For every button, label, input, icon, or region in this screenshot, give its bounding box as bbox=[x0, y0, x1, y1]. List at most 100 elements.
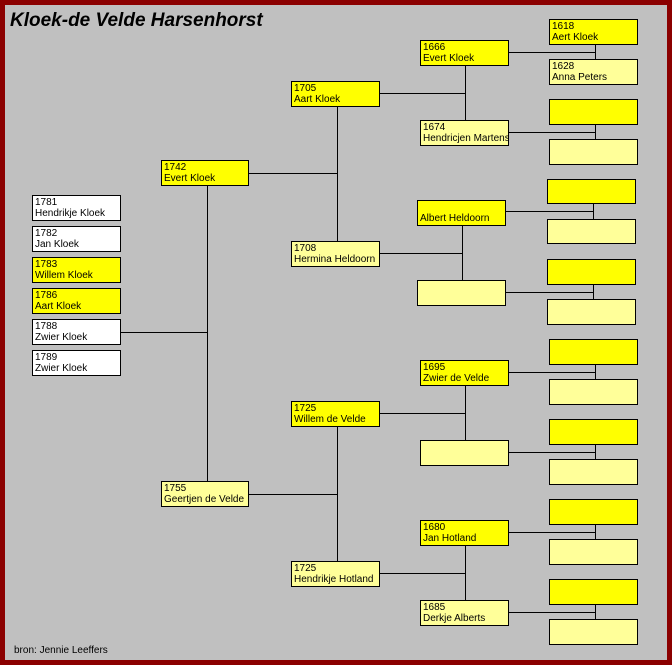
child-box[interactable]: 1782 Jan Kloek bbox=[32, 226, 121, 252]
connector-line bbox=[465, 66, 466, 120]
person-name: Albert Heldoorn bbox=[420, 213, 490, 224]
child-name: Hendrikje Kloek bbox=[35, 208, 106, 219]
connector-line bbox=[593, 203, 594, 219]
gg-grandmother-box[interactable] bbox=[547, 219, 636, 244]
connector-line bbox=[379, 573, 466, 574]
person-name: Zwier de Velde bbox=[423, 373, 490, 384]
person-year: 1628 bbox=[552, 61, 575, 72]
person-year: 1695 bbox=[423, 362, 446, 373]
great-grandfather-box[interactable]: 1666 Evert Kloek bbox=[420, 40, 509, 66]
connector-line bbox=[595, 524, 596, 540]
page-title: Kloek-de Velde Harsenhorst bbox=[10, 10, 263, 31]
connector-line bbox=[465, 546, 466, 600]
gg-grandmother-box[interactable]: 1628 Anna Peters bbox=[549, 59, 638, 85]
person-year: 1680 bbox=[423, 522, 446, 533]
connector-line bbox=[120, 332, 208, 333]
person-year: 1755 bbox=[164, 483, 187, 494]
connector-line bbox=[505, 211, 594, 212]
connector-line bbox=[379, 413, 466, 414]
connector-line bbox=[337, 106, 338, 241]
connector-line bbox=[505, 292, 594, 293]
grandfather-box[interactable]: 1725 Willem de Velde bbox=[291, 401, 380, 427]
connector-line bbox=[248, 494, 338, 495]
great-grandfather-box[interactable]: 1680 Jan Hotland bbox=[420, 520, 509, 546]
gg-grandfather-box[interactable] bbox=[549, 339, 638, 365]
child-year: 1788 bbox=[35, 321, 58, 332]
person-year: 1666 bbox=[423, 42, 446, 53]
child-box[interactable]: 1783 Willem Kloek bbox=[32, 257, 121, 283]
connector-line bbox=[462, 226, 463, 280]
gg-grandmother-box[interactable] bbox=[549, 619, 638, 645]
connector-line bbox=[508, 612, 596, 613]
mother-box[interactable]: 1755 Geertjen de Velde bbox=[161, 481, 249, 507]
gg-grandfather-box[interactable] bbox=[549, 499, 638, 525]
child-box[interactable]: 1786 Aart Kloek bbox=[32, 288, 121, 314]
gg-grandfather-box[interactable]: 1618 Aert Kloek bbox=[549, 19, 638, 45]
source-credit: bron: Jennie Leeffers bbox=[14, 645, 108, 656]
gg-grandfather-box[interactable] bbox=[549, 579, 638, 605]
great-grandmother-box[interactable] bbox=[420, 440, 509, 466]
gg-grandmother-box[interactable] bbox=[549, 139, 638, 165]
gg-grandfather-box[interactable] bbox=[549, 419, 638, 445]
great-grandmother-box[interactable]: 1674 Hendricjen Martens bbox=[420, 120, 509, 146]
connector-line bbox=[593, 284, 594, 300]
child-name: Willem Kloek bbox=[35, 270, 93, 281]
gg-grandfather-box[interactable] bbox=[547, 259, 636, 285]
gg-grandmother-box[interactable] bbox=[547, 299, 636, 325]
person-year: 1674 bbox=[423, 122, 446, 133]
person-name: Hendricjen Martens bbox=[423, 133, 509, 144]
gg-grandmother-box[interactable] bbox=[549, 379, 638, 405]
child-name: Zwier Kloek bbox=[35, 332, 88, 343]
child-year: 1782 bbox=[35, 228, 58, 239]
grandfather-box[interactable]: 1705 Aart Kloek bbox=[291, 81, 380, 107]
person-name: Willem de Velde bbox=[294, 414, 366, 425]
child-name: Jan Kloek bbox=[35, 239, 79, 250]
gg-grandmother-box[interactable] bbox=[549, 539, 638, 565]
person-name: Evert Kloek bbox=[164, 173, 216, 184]
great-grandmother-box[interactable] bbox=[417, 280, 506, 306]
connector-line bbox=[337, 426, 338, 561]
person-year: 1618 bbox=[552, 21, 575, 32]
person-name: Geertjen de Velde bbox=[164, 494, 245, 505]
person-name: Aart Kloek bbox=[294, 94, 341, 105]
person-name: Hermina Heldoorn bbox=[294, 254, 376, 265]
connector-line bbox=[379, 253, 463, 254]
person-name: Evert Kloek bbox=[423, 53, 475, 64]
person-year: 1685 bbox=[423, 602, 446, 613]
great-grandfather-box[interactable]: Albert Heldoorn bbox=[417, 200, 506, 226]
child-year: 1786 bbox=[35, 290, 58, 301]
connector-line bbox=[595, 364, 596, 380]
person-year: 1705 bbox=[294, 83, 317, 94]
gg-grandfather-box[interactable] bbox=[547, 179, 636, 204]
father-box[interactable]: 1742 Evert Kloek bbox=[161, 160, 249, 186]
connector-line bbox=[379, 93, 466, 94]
great-grandmother-box[interactable]: 1685 Derkje Alberts bbox=[420, 600, 509, 626]
grandmother-box[interactable]: 1725 Hendrikje Hotland bbox=[291, 561, 380, 587]
connector-line bbox=[207, 186, 208, 481]
person-name: Derkje Alberts bbox=[423, 613, 486, 624]
gg-grandfather-box[interactable] bbox=[549, 99, 638, 125]
person-year: 1708 bbox=[294, 243, 317, 254]
person-year: 1725 bbox=[294, 403, 317, 414]
connector-line bbox=[508, 452, 596, 453]
connector-line bbox=[508, 532, 596, 533]
child-box[interactable]: 1789 Zwier Kloek bbox=[32, 350, 121, 376]
person-year: 1725 bbox=[294, 563, 317, 574]
child-box[interactable]: 1781 Hendrikje Kloek bbox=[32, 195, 121, 221]
great-grandfather-box[interactable]: 1695 Zwier de Velde bbox=[420, 360, 509, 386]
person-name: Hendrikje Hotland bbox=[294, 574, 374, 585]
child-box[interactable]: 1788 Zwier Kloek bbox=[32, 319, 121, 345]
connector-line bbox=[595, 604, 596, 620]
grandmother-box[interactable]: 1708 Hermina Heldoorn bbox=[291, 241, 380, 267]
child-year: 1789 bbox=[35, 352, 58, 363]
person-name: Anna Peters bbox=[552, 72, 608, 83]
person-name: Jan Hotland bbox=[423, 533, 477, 544]
child-year: 1781 bbox=[35, 197, 58, 208]
person-year: 1742 bbox=[164, 162, 187, 173]
connector-line bbox=[508, 372, 596, 373]
child-name: Aart Kloek bbox=[35, 301, 82, 312]
connector-line bbox=[508, 52, 596, 53]
gg-grandmother-box[interactable] bbox=[549, 459, 638, 485]
connector-line bbox=[248, 173, 338, 174]
child-year: 1783 bbox=[35, 259, 58, 270]
